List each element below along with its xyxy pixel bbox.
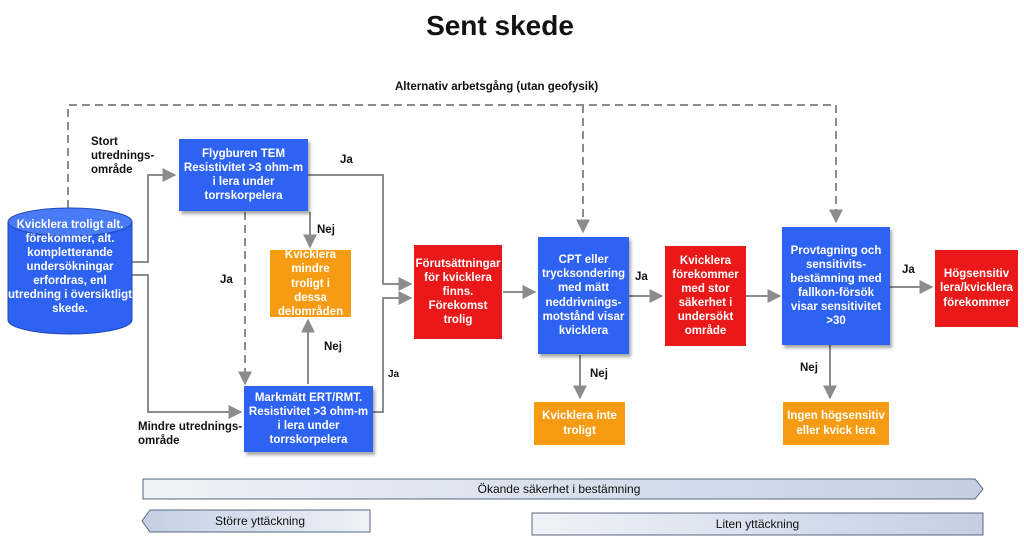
okande-band-label: Ökande säkerhet i bestämning xyxy=(477,482,641,496)
ingen-node: Ingen högsensitiv eller kvick lera xyxy=(783,402,889,445)
storre-band xyxy=(141,509,371,533)
alt-path-label: Alternativ arbetsgång (utan geofysik) xyxy=(395,81,599,93)
provtagning-ja-label: Ja xyxy=(902,264,915,276)
ert-ja-label: Ja xyxy=(388,369,400,380)
liten-band-label: Liten yttäckning xyxy=(715,517,800,531)
liten-band xyxy=(531,512,984,536)
ert-nej-label: Nej xyxy=(324,341,342,353)
start-node: Kvicklera troligt alt. förekommer, alt. … xyxy=(8,219,132,316)
tem-nej-label: Nej xyxy=(317,224,335,236)
hogsensitiv-node: Högsensitiv lera/kvicklera förekommer xyxy=(935,250,1018,327)
page-title: Sent skede xyxy=(426,10,574,41)
forutsattningar-node: Förutsättningar för kvicklera finns. För… xyxy=(414,245,502,339)
mindre-label: Mindre utrednings-område xyxy=(138,421,243,447)
start-to-tem-arrow xyxy=(128,168,177,263)
alt-path-dashed-line xyxy=(67,104,836,208)
dashed-ja-label: Ja xyxy=(220,274,233,286)
forekommer-node: Kvicklera förekommer med stor säkerhet i… xyxy=(665,246,746,346)
cpt-node: CPT eller trycksondering med mätt neddri… xyxy=(538,237,629,354)
start-to-ert-arrow xyxy=(128,274,243,419)
tem-ja-label: Ja xyxy=(340,154,353,166)
stort-label: Stort utrednings-område xyxy=(91,136,155,176)
ert-node: Markmätt ERT/RMT. Resistivitet >3 ohm-m … xyxy=(244,386,373,452)
provtagning-node: Provtagning och sensitivits-bestämning m… xyxy=(782,227,890,345)
start-cylinder-shape xyxy=(7,207,133,335)
mindre-troligt-node: Kvicklera mindre troligt i dessa delområ… xyxy=(270,249,351,318)
storre-band-label: Större yttäckning xyxy=(214,514,306,528)
ert-ja-arrow xyxy=(373,291,413,413)
cpt-ja-label: Ja xyxy=(635,271,648,283)
tem-node: Flygburen TEM Resistivitet >3 ohm-m i le… xyxy=(179,139,308,211)
tem-ja-arrow xyxy=(308,174,413,291)
provtagning-nej-label: Nej xyxy=(800,362,818,374)
inte-troligt-node: Kvicklera inte troligt xyxy=(534,402,625,445)
cpt-nej-label: Nej xyxy=(590,368,608,380)
okande-band xyxy=(142,478,984,500)
